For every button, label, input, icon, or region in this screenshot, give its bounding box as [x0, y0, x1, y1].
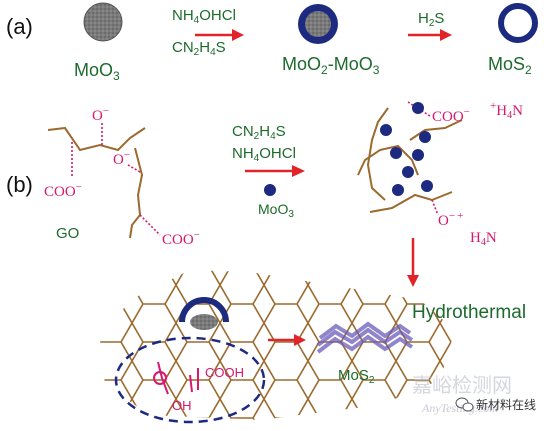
go-coo-minus-2: COO−: [162, 229, 200, 248]
moo2-moo3-core: [305, 11, 331, 37]
mos2-label-b: MoS2: [338, 367, 375, 386]
watermark-account: 新材料在线: [476, 397, 536, 412]
arrow-a1: [195, 29, 244, 41]
mos2-sphere-on-sheet: [179, 297, 229, 330]
arrow-b1: [245, 165, 305, 177]
watermark-site-cn: 嘉峪检测网: [412, 374, 512, 397]
reagent-b-cn2h4s: CN2H4S: [232, 123, 286, 142]
go-o-minus-1: O−: [92, 105, 109, 124]
mos2-hollow-sphere: [498, 3, 538, 43]
oval-bonds: [153, 361, 199, 395]
wechat-icon: [455, 397, 474, 412]
go-functional-bonds: [71, 123, 161, 236]
panel-a-label: (a): [6, 14, 33, 39]
moo2-moo3-label: MoO2-MoO3: [282, 54, 380, 77]
go-coo-minus-1: COO−: [44, 181, 82, 200]
go-sheet: [47, 126, 146, 239]
arrow-b2: [268, 334, 306, 346]
panel-b-label: (b): [6, 172, 33, 197]
moo3-label: MoO3: [74, 60, 120, 83]
moo3-dot: [264, 184, 276, 196]
complex-o-minus: O−+: [438, 210, 463, 229]
arrow-b-down: [407, 238, 419, 287]
complex-coo-minus: COO−: [432, 106, 470, 125]
reagent-cn2h4s: CN2H4S: [172, 39, 226, 58]
reagent-nh4ohcl: NH4OHCl: [172, 7, 236, 26]
moo3-sphere: [83, 2, 123, 42]
mos2-layers: [316, 321, 414, 354]
arrow-a2: [408, 29, 452, 41]
reagent-h2s: H2S: [418, 10, 444, 29]
moo3-particles: [380, 102, 433, 196]
functional-group-oval: [114, 336, 266, 424]
cooh-label: COOH: [205, 365, 244, 380]
reagent-b-nh4ohcl: NH4OHCl: [232, 145, 296, 164]
moo3-label-b: MoO3: [258, 201, 294, 220]
mos2-label-a: MoS2: [488, 54, 532, 77]
complex-nh4-1: +H4N: [490, 100, 523, 121]
go-o-minus-2: O−: [113, 149, 130, 168]
oh-label: OH: [172, 398, 192, 413]
complex-nh4-2: H4N: [470, 230, 497, 248]
go-moo3-complex: [357, 107, 463, 213]
go-label: GO: [56, 225, 79, 242]
